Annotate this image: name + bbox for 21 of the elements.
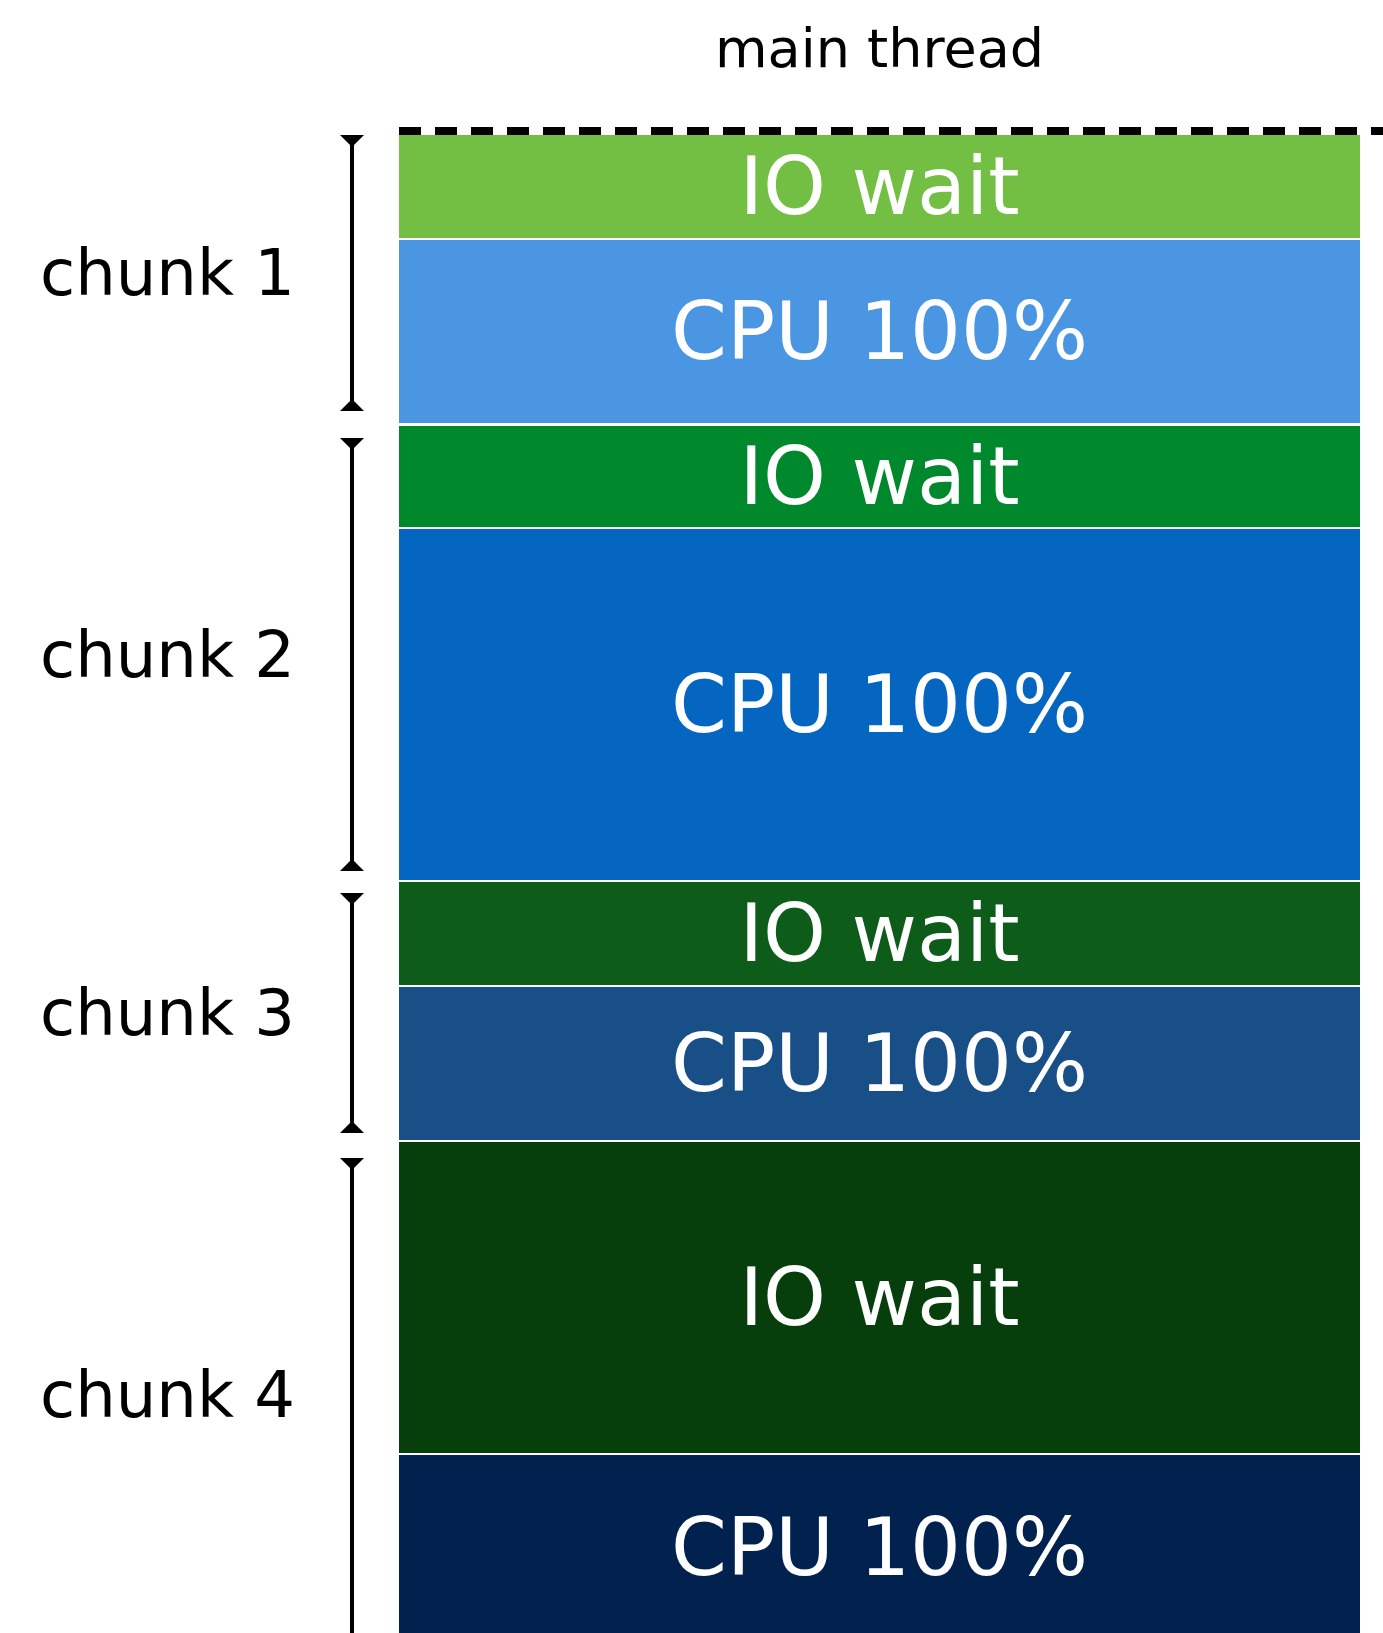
block-label: CPU 100% (671, 291, 1088, 372)
chunk-label: chunk 1 (40, 235, 295, 312)
time-block (399, 987, 1360, 1140)
time-block (399, 882, 1360, 985)
time-block (399, 426, 1360, 527)
time-block (399, 240, 1360, 423)
chunk-label: chunk 3 (40, 975, 295, 1052)
block-label: IO wait (739, 146, 1020, 227)
time-block (399, 1142, 1360, 1453)
block-label: IO wait (739, 1257, 1020, 1338)
block-label: IO wait (739, 893, 1020, 974)
time-block (399, 1455, 1360, 1633)
time-block (399, 135, 1360, 238)
diagram-title: main thread (713, 16, 1046, 82)
block-label: CPU 100% (671, 1023, 1088, 1104)
block-label: CPU 100% (671, 664, 1088, 745)
chunk-label: chunk 4 (40, 1357, 295, 1434)
time-block (399, 529, 1360, 880)
chunk-label: chunk 2 (40, 616, 295, 694)
block-label: IO wait (739, 436, 1020, 517)
block-label: CPU 100% (671, 1507, 1088, 1588)
